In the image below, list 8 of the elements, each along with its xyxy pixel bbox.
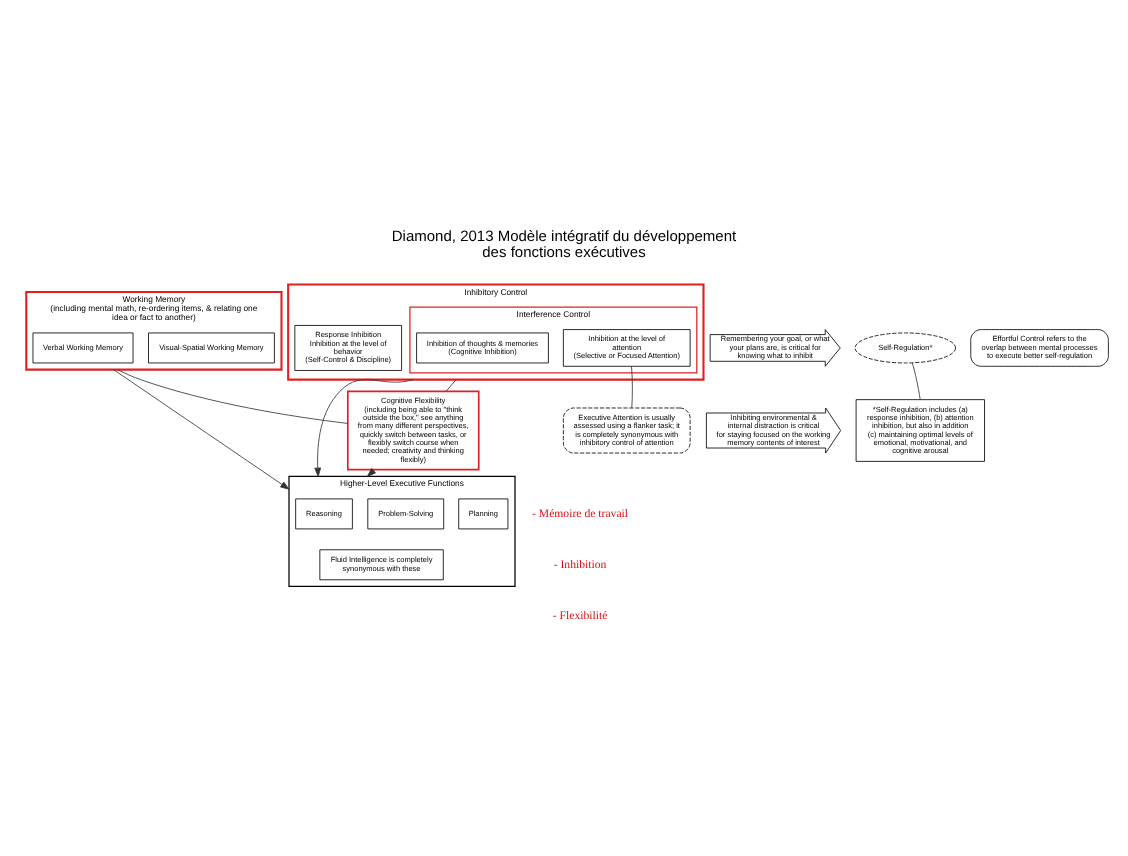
connector — [911, 362, 921, 400]
connector — [631, 365, 633, 409]
connector — [117, 369, 348, 424]
arrow — [113, 369, 290, 490]
diagram-title: Diamond, 2013 Modèle intégratif du développement des fonctions exécutives — [391, 226, 737, 262]
arrow — [366, 468, 376, 477]
arrow — [314, 379, 414, 477]
connector — [445, 379, 457, 392]
